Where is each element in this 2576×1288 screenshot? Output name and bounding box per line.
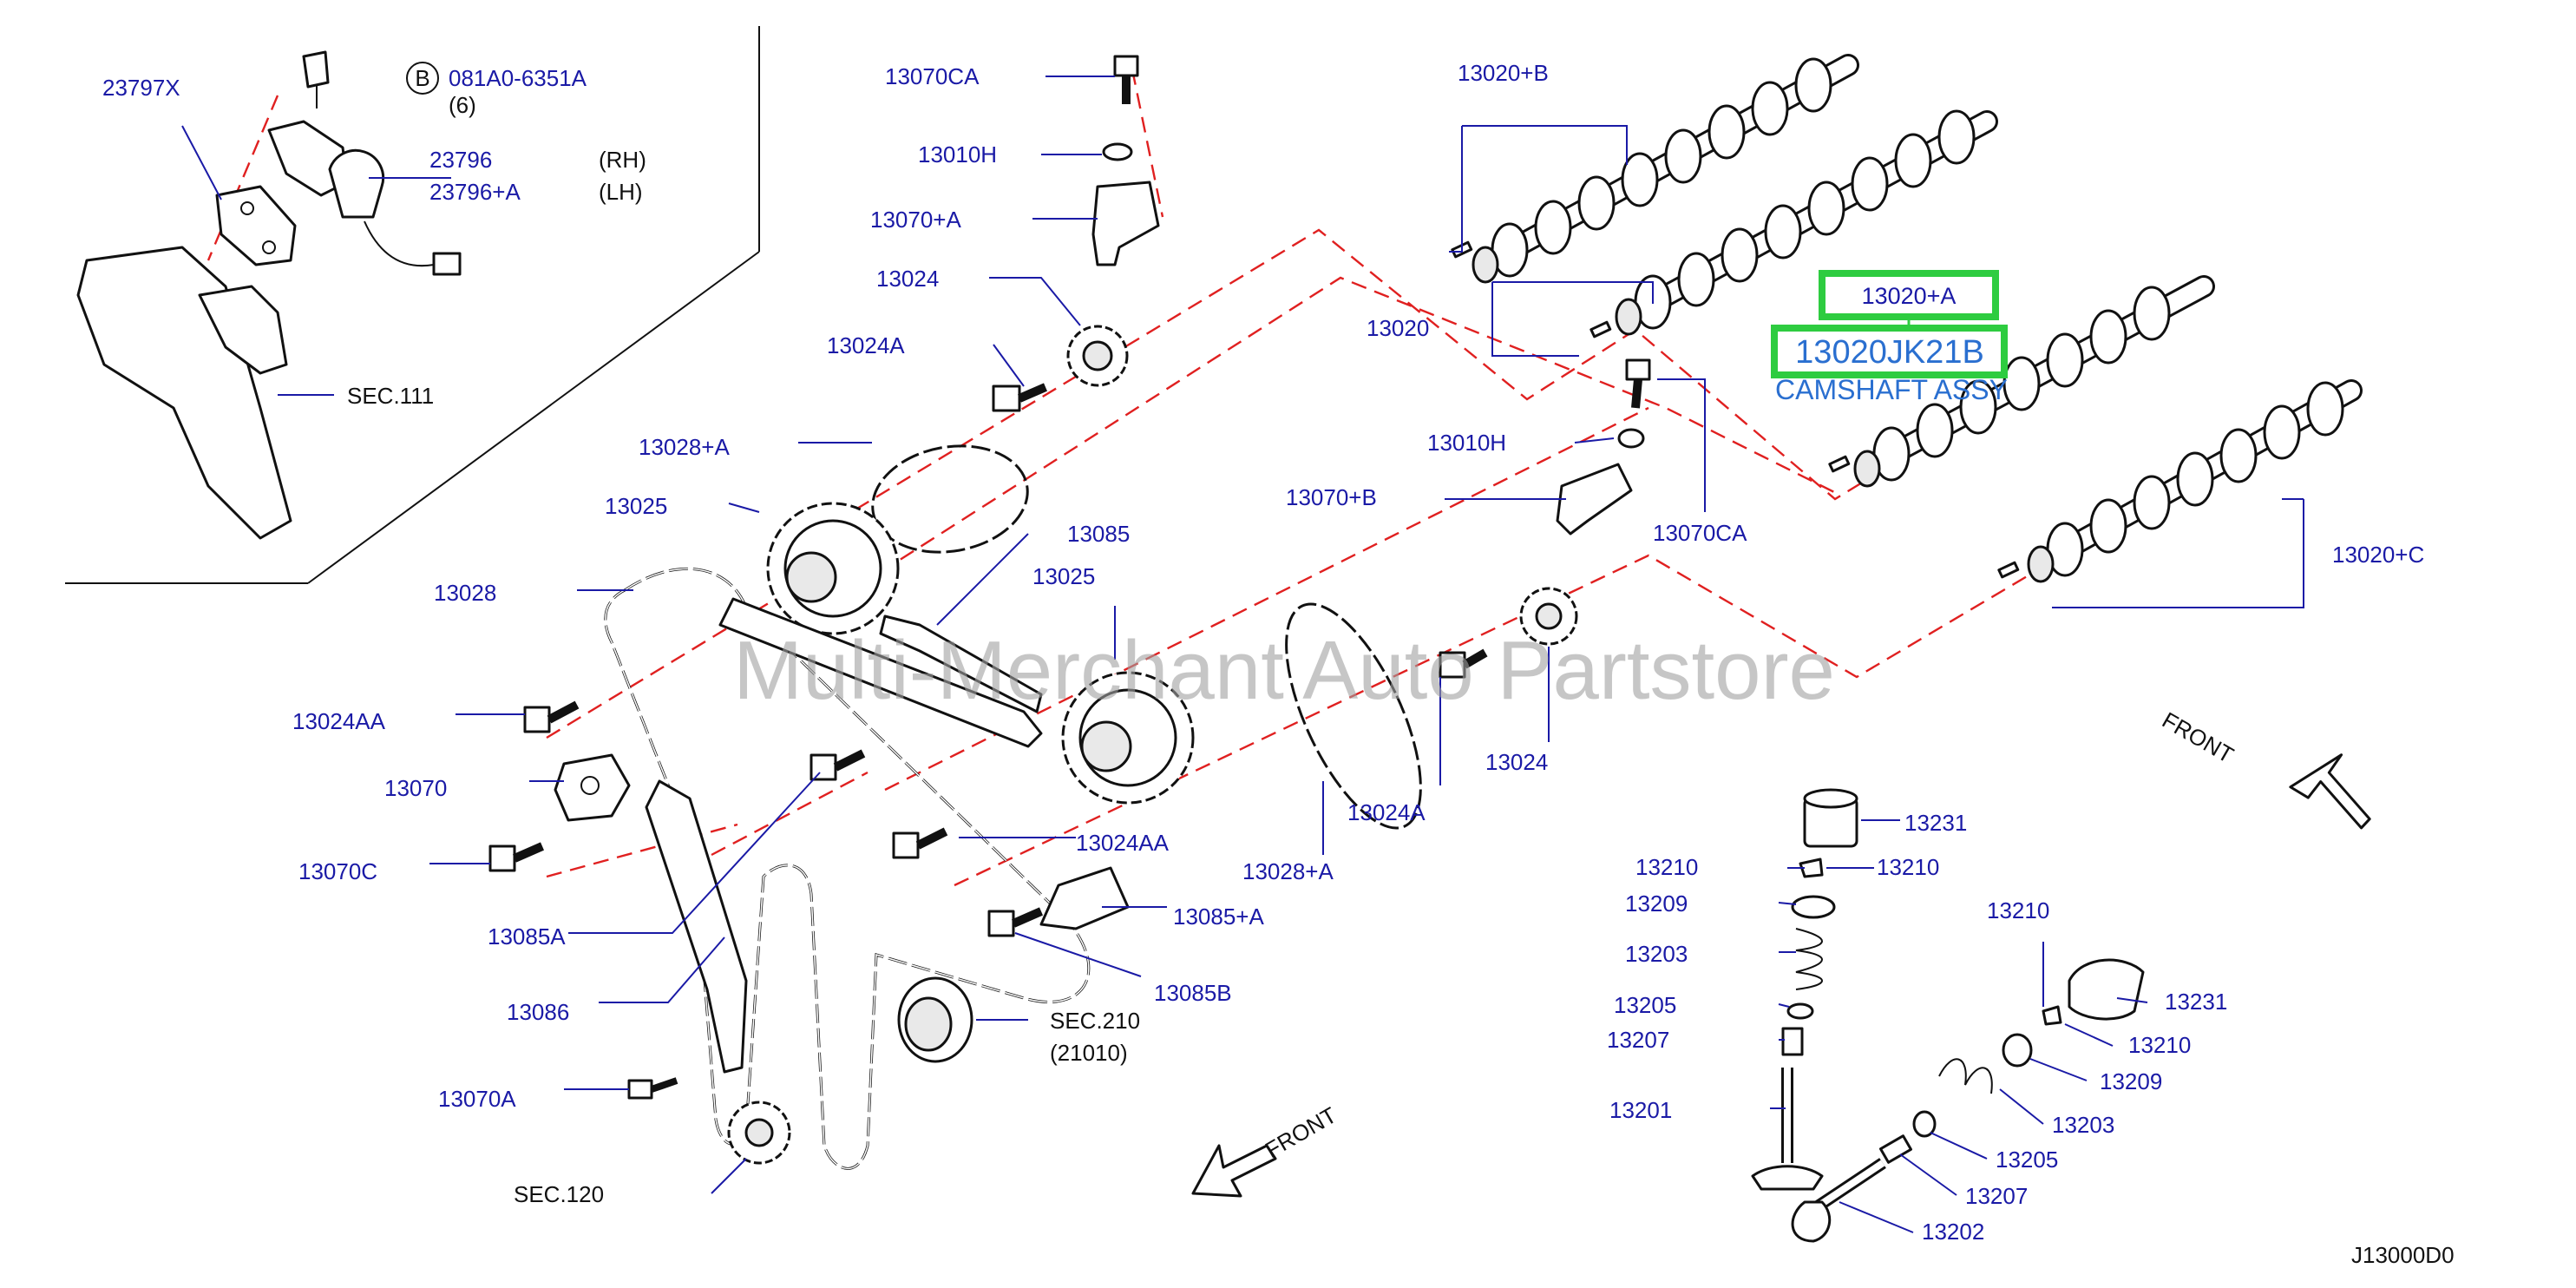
label-13201[interactable]: 13201 — [1609, 1097, 1672, 1123]
camshaft-13020 — [1615, 109, 1998, 336]
highlight-part-number[interactable]: 13020JK21B — [1795, 334, 1984, 371]
label-13231-a[interactable]: 13231 — [1904, 810, 1967, 836]
label-13210-d[interactable]: 13210 — [2128, 1032, 2191, 1058]
label-13028-a-top[interactable]: 13028+A — [639, 434, 730, 460]
label-13086[interactable]: 13086 — [507, 999, 569, 1025]
label-13085[interactable]: 13085 — [1067, 521, 1130, 547]
label-13020-c[interactable]: 13020+C — [2332, 542, 2424, 568]
guides-and-tensioners — [554, 181, 1633, 1074]
label-23796-a[interactable]: 23796+A — [429, 179, 521, 205]
bolt-part-number[interactable]: 081A0-6351A — [449, 65, 587, 91]
label-13024aa-left[interactable]: 13024AA — [292, 708, 386, 734]
label-13070-b-plus[interactable]: 13070+B — [1286, 484, 1377, 510]
label-13070ca-top[interactable]: 13070CA — [885, 63, 980, 89]
highlight-description: CAMSHAFT ASSY — [1775, 374, 2008, 405]
label-13231-b[interactable]: 13231 — [2165, 989, 2227, 1015]
highlighted-part-callout[interactable]: 13020+A 13020JK21B CAMSHAFT ASSY — [1771, 270, 2008, 405]
inset-sensor-group — [76, 50, 462, 540]
label-13070-a-plus[interactable]: 13070+A — [870, 207, 961, 233]
label-13070c[interactable]: 13070C — [298, 858, 377, 884]
label-13210-a[interactable]: 13210 — [1635, 854, 1698, 880]
bolt-b-symbol-circle — [406, 62, 439, 95]
valve-group — [1751, 788, 2145, 1243]
bolt-b-symbol: B — [415, 65, 429, 91]
label-13028-a-bottom[interactable]: 13028+A — [1242, 858, 1334, 884]
label-13203-b[interactable]: 13203 — [2052, 1112, 2114, 1138]
highlight-box-part-number — [1771, 325, 2008, 378]
label-13010h-mid[interactable]: 13010H — [1427, 430, 1506, 456]
label-13070a[interactable]: 13070A — [438, 1086, 516, 1112]
rh-note: (RH) — [599, 147, 646, 173]
label-13202[interactable]: 13202 — [1922, 1219, 1984, 1245]
label-13025-mid[interactable]: 13025 — [1032, 563, 1095, 589]
bolt-quantity: (6) — [449, 92, 476, 118]
inset-frame — [65, 26, 760, 584]
label-13020[interactable]: 13020 — [1367, 315, 1429, 341]
front-label-right: FRONT — [2158, 706, 2238, 768]
label-13209-b[interactable]: 13209 — [2100, 1068, 2162, 1094]
camshaft-13020-c — [2027, 379, 2363, 583]
label-13207-b[interactable]: 13207 — [1965, 1183, 2028, 1209]
label-13070ca-mid[interactable]: 13070CA — [1653, 520, 1747, 546]
label-13070[interactable]: 13070 — [384, 775, 447, 801]
label-13085a[interactable]: 13085A — [488, 923, 566, 950]
sec210-sub: (21010) — [1050, 1040, 1128, 1066]
front-arrow-right — [2289, 753, 2371, 830]
label-13024-top[interactable]: 13024 — [876, 266, 939, 292]
label-13210-c[interactable]: 13210 — [1987, 897, 2049, 923]
label-13209-a[interactable]: 13209 — [1625, 890, 1688, 917]
leader-lines — [181, 76, 2304, 1233]
lh-note: (LH) — [599, 179, 643, 205]
label-13207-a[interactable]: 13207 — [1607, 1027, 1669, 1053]
label-13024a-bottom[interactable]: 13024A — [1347, 799, 1426, 825]
watermark: Multi-Merchant Auto Partstore — [733, 624, 1835, 717]
label-23797x[interactable]: 23797X — [102, 75, 180, 101]
bolts — [488, 55, 1651, 1100]
part-labels: 23797X 23796 23796+A 13070CA 13010H 1307… — [102, 60, 2424, 1245]
label-13205-b[interactable]: 13205 — [1996, 1147, 2058, 1173]
label-13024-bottom[interactable]: 13024 — [1485, 749, 1548, 775]
label-13024aa-mid[interactable]: 13024AA — [1076, 830, 1170, 856]
sec111-ref[interactable]: SEC.111 — [347, 383, 434, 409]
sec120-ref[interactable]: SEC.120 — [514, 1181, 604, 1207]
camshaft-13020-b — [1472, 54, 1859, 284]
highlight-callout-label: 13020+A — [1862, 283, 1957, 309]
label-13010h-top[interactable]: 13010H — [918, 141, 997, 168]
label-13024a-top[interactable]: 13024A — [827, 332, 905, 358]
front-label-left: FRONT — [1261, 1101, 1341, 1163]
label-13085-a-plus[interactable]: 13085+A — [1173, 904, 1264, 930]
label-13210-b[interactable]: 13210 — [1877, 854, 1939, 880]
label-13020-b[interactable]: 13020+B — [1458, 60, 1549, 86]
diagram-code: J13000D0 — [2351, 1242, 2455, 1268]
label-13205-a[interactable]: 13205 — [1614, 992, 1676, 1018]
front-arrow-left — [1191, 1144, 1277, 1198]
camshaft-13020-a — [1853, 275, 2215, 488]
label-13025-left[interactable]: 13025 — [605, 493, 667, 519]
label-13085b[interactable]: 13085B — [1154, 980, 1232, 1006]
label-23796[interactable]: 23796 — [429, 147, 492, 173]
camshaft-group — [1451, 54, 2363, 583]
sec210-ref[interactable]: SEC.210 — [1050, 1008, 1140, 1034]
label-13028[interactable]: 13028 — [434, 580, 496, 606]
label-13203-a[interactable]: 13203 — [1625, 941, 1688, 967]
sprockets — [727, 325, 1578, 1165]
